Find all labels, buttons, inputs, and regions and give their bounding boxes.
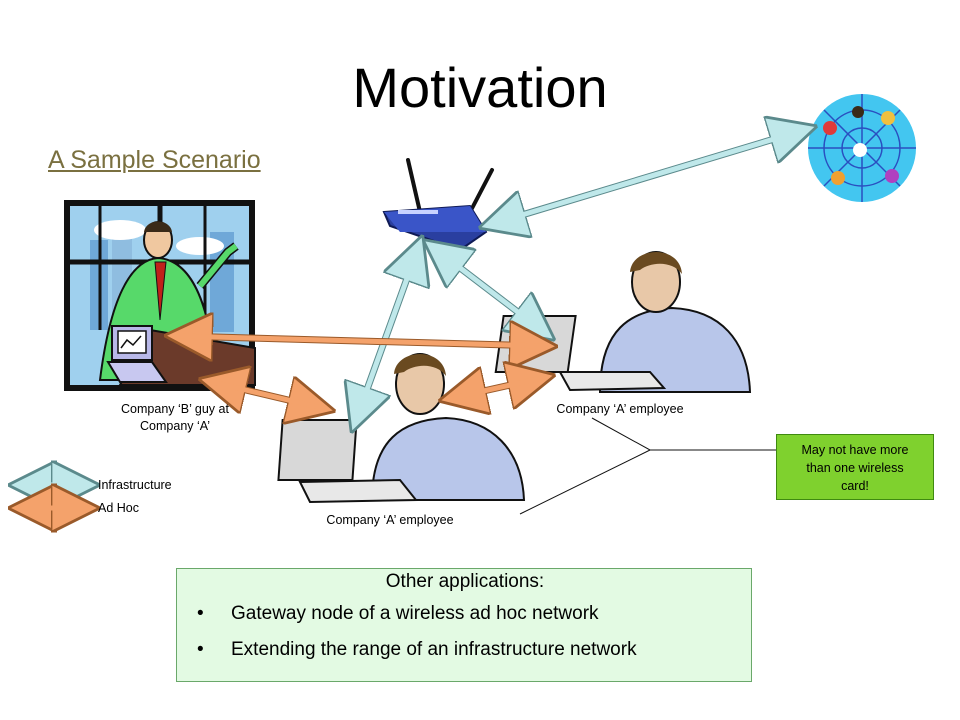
other-applications-box: Other applications: • Gateway node of a w… — [176, 568, 752, 682]
caption-company-b-line2: Company ‘A’ — [140, 419, 210, 433]
employee-laptop-center-illustration — [277, 353, 526, 504]
wireless-card-note: May not have more than one wireless card… — [776, 434, 934, 500]
wireless-router-icon — [382, 158, 494, 252]
caption-company-b-guy: Company ‘B’ guy at Company ‘A’ — [70, 401, 280, 435]
caption-company-b-line1: Company ‘B’ guy at — [121, 402, 229, 416]
note-line2: than one wireless — [806, 461, 904, 475]
legend-infrastructure-label: Infrastructure — [98, 478, 172, 492]
application-item: • Extending the range of an infrastructur… — [197, 639, 637, 661]
bullet-icon: • — [197, 639, 204, 660]
bullet-icon: • — [197, 603, 204, 624]
legend-adhoc-label: Ad Hoc — [98, 501, 139, 515]
note-line3: card! — [841, 479, 869, 493]
application-item-text: Extending the range of an infrastructure… — [231, 639, 637, 660]
adhoc-links — [178, 336, 544, 408]
other-applications-heading: Other applications: — [385, 571, 545, 592]
application-item-text: Gateway node of a wireless ad hoc networ… — [231, 603, 599, 624]
slide-subtitle: A Sample Scenario — [48, 146, 261, 174]
caption-company-a-center: Company ‘A’ employee — [326, 513, 454, 527]
application-item: • Gateway node of a wireless ad hoc netwo… — [197, 603, 599, 625]
callout-pointer-lines — [519, 417, 776, 515]
office-person-illustration — [64, 200, 256, 391]
caption-company-a-right: Company ‘A’ employee — [556, 402, 684, 416]
note-line1: May not have more — [801, 443, 909, 457]
legend-arrows — [22, 485, 86, 508]
slide-title: Motivation — [352, 56, 608, 119]
community-globe-icon — [808, 94, 916, 202]
